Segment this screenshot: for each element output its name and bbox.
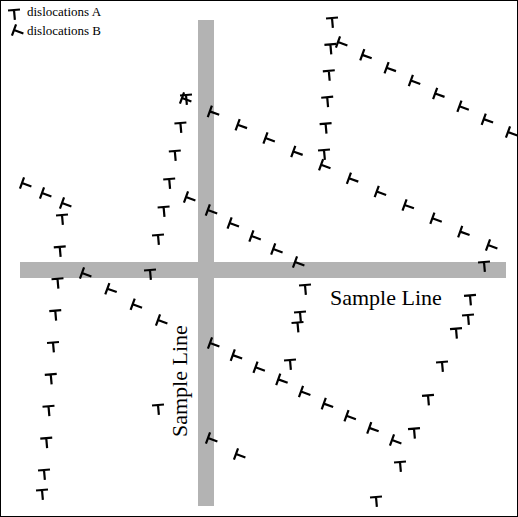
- dislocation-symbol: [60, 197, 74, 212]
- dislocation-symbol: [206, 432, 220, 447]
- dislocation-symbol: [43, 406, 56, 417]
- dislocation-symbol: [174, 122, 187, 133]
- dislocation-symbol: [234, 448, 248, 463]
- dislocation-symbol: [299, 386, 313, 401]
- dislocation-symbol: [367, 422, 381, 437]
- dislocation-symbol: [430, 213, 444, 228]
- dislocation-symbol: [457, 101, 471, 116]
- dislocation-symbol: [184, 191, 198, 206]
- dislocation-symbol: [208, 106, 222, 121]
- dislocation-symbol: [40, 438, 53, 449]
- dislocation-symbol: [464, 295, 477, 306]
- dislocation-symbol: [408, 428, 421, 439]
- dislocation-symbol: [422, 395, 435, 406]
- dislocation-symbol: [144, 269, 157, 280]
- dislocation-symbol: [409, 75, 423, 90]
- dislocation-symbol: [320, 123, 333, 134]
- dislocation-symbol: [45, 374, 58, 385]
- dislocation-symbol: [284, 359, 297, 370]
- dislocation-symbol: [347, 173, 361, 188]
- dislocation-symbol: [450, 328, 463, 339]
- dislocation-symbol: [482, 114, 496, 129]
- dislocation-symbol: [506, 126, 518, 141]
- dislocation-symbols: [8, 9, 518, 507]
- dislocation-symbol: [163, 178, 176, 189]
- dislocation-symbol: [169, 150, 182, 161]
- dislocation-symbol: [402, 199, 416, 214]
- dislocation-symbol: [105, 283, 119, 298]
- dislocation-symbol: [360, 49, 374, 64]
- dislocation-symbol: [385, 62, 399, 77]
- dislocation-symbol: [478, 261, 491, 272]
- dislocation-symbol: [131, 299, 145, 314]
- dislocation-symbol: [56, 214, 69, 225]
- dislocation-symbol: [486, 239, 500, 254]
- dislocation-symbol: [370, 496, 383, 507]
- dislocation-symbol: [206, 204, 220, 219]
- dislocation-symbol: [236, 119, 250, 134]
- dislocation-symbol: [324, 44, 337, 55]
- dislocation-symbol: [40, 187, 54, 202]
- dislocation-symbol: [38, 469, 51, 480]
- dislocation-symbol: [462, 314, 475, 325]
- dislocation-symbol: [158, 206, 171, 217]
- sample-line-label: Sample Line: [168, 325, 192, 437]
- dislocation-symbol: [231, 349, 245, 364]
- dislocation-symbol: [47, 342, 60, 353]
- dislocation-symbol: [321, 97, 334, 108]
- dislocation-symbol: [152, 404, 165, 415]
- dislocation-symbol: [344, 410, 358, 425]
- dislocation-symbol: [458, 226, 472, 241]
- dislocation-symbol: [36, 489, 49, 500]
- dislocation-symbol: [394, 461, 407, 472]
- dislocation-symbol: [436, 361, 449, 372]
- sample-line-label: Sample Line: [330, 286, 442, 310]
- dislocation-symbol: [323, 70, 336, 81]
- dislocation-symbol: [253, 362, 267, 377]
- dislocation-symbol: [319, 159, 333, 174]
- dislocation-symbol: [80, 267, 94, 282]
- dislocation-symbol: [293, 256, 307, 271]
- dislocation-symbol: [291, 146, 305, 161]
- dislocation-symbol: [326, 17, 339, 28]
- sample-line-bar: [20, 262, 506, 278]
- dislocation-symbol: [152, 234, 165, 245]
- legend-label: dislocations B: [27, 23, 101, 38]
- dislocation-symbol: [52, 278, 65, 289]
- dislocation-symbol: [12, 24, 26, 39]
- dislocation-symbol: [180, 92, 194, 107]
- dislocation-symbol: [8, 9, 21, 20]
- dislocation-symbol: [276, 374, 290, 389]
- legend-label: dislocations A: [27, 4, 101, 19]
- dislocation-symbol: [263, 132, 277, 147]
- dislocation-symbol: [49, 310, 62, 321]
- dislocation-symbol: [336, 36, 350, 51]
- dislocation-symbol: [375, 186, 389, 201]
- dislocation-symbol: [271, 243, 285, 258]
- dislocation-symbol: [318, 149, 331, 160]
- dislocation-symbol: [299, 284, 312, 295]
- dislocation-symbol: [208, 337, 222, 352]
- dislocation-symbol: [294, 311, 307, 322]
- dislocation-symbol: [292, 322, 305, 333]
- dislocation-symbol: [390, 434, 404, 449]
- dislocation-symbol: [54, 246, 67, 257]
- dislocation-symbol: [433, 88, 447, 103]
- dislocation-symbol: [228, 217, 242, 232]
- dislocation-symbol: [249, 230, 263, 245]
- dislocation-symbol: [20, 177, 34, 192]
- dislocation-symbol: [322, 398, 336, 413]
